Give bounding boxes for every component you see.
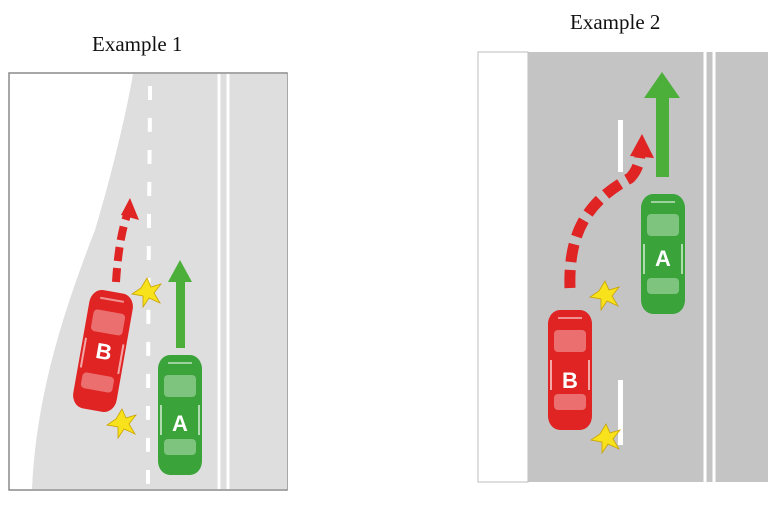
path-arrow-icon — [121, 198, 139, 220]
car-b: B — [547, 309, 593, 431]
example-2-lane-dash — [618, 120, 623, 172]
path-arrow-icon — [630, 134, 654, 158]
path-arrow-icon — [168, 260, 192, 282]
path-arrow-icon — [644, 72, 680, 98]
car-a-label: A — [655, 246, 671, 271]
example-1-lane-divider — [146, 85, 152, 490]
car-a-label: A — [172, 411, 188, 436]
example-2-diagram: A B — [477, 51, 768, 483]
car-a-arrow — [656, 95, 669, 177]
car-b-path — [564, 151, 646, 289]
car-b: B — [69, 287, 137, 415]
car-b-label: B — [94, 338, 114, 365]
example-2-lane-dash — [618, 380, 623, 445]
example-1-title: Example 1 — [92, 32, 183, 56]
example-2-title: Example 2 — [570, 10, 661, 34]
car-a: A — [640, 193, 686, 315]
car-a: A — [157, 354, 203, 476]
example-2-shoulder — [477, 51, 529, 483]
car-b-path — [112, 213, 131, 283]
car-a-arrow — [176, 278, 185, 348]
example-1-diagram: B A — [8, 72, 288, 491]
car-b-label: B — [562, 368, 578, 393]
